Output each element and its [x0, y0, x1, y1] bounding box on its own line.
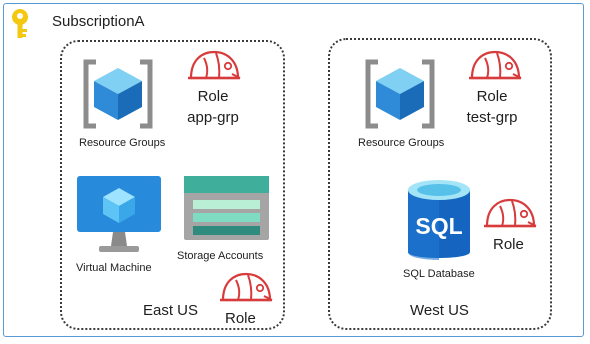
storage-accounts-label: Storage Accounts: [177, 250, 264, 262]
subscription-frame: [3, 3, 584, 337]
role-label: Role: [476, 88, 508, 105]
region-name: West US: [410, 302, 469, 319]
role-helmet-icon: [188, 50, 241, 80]
virtual-machine-label: Virtual Machine: [76, 262, 152, 274]
virtual-machine-icon: [77, 176, 161, 252]
sql-database-icon: SQL: [408, 180, 470, 260]
resource-group-icon: [83, 59, 153, 129]
role-group-west: Role test-grp: [464, 86, 520, 128]
role-helmet-icon: [469, 50, 522, 80]
role-label: Role: [493, 236, 524, 253]
subscription-title: SubscriptionA: [52, 13, 145, 30]
storage-accounts-icon: [184, 176, 269, 240]
region-west-box: [328, 38, 552, 330]
resource-group-name: test-grp: [466, 109, 518, 126]
key-icon: [12, 9, 28, 38]
resource-group-name: app-grp: [187, 109, 239, 126]
role-helmet-icon: [220, 272, 273, 302]
role-label: Role: [197, 88, 229, 105]
sql-icon-text: SQL: [415, 213, 462, 239]
resource-group-icon: [365, 59, 435, 129]
region-name: East US: [143, 302, 199, 319]
role-group-east: Role app-grp: [186, 86, 240, 128]
resource-group-label: Resource Groups: [79, 137, 166, 149]
role-label: Role: [225, 310, 256, 327]
role-helmet-icon: [484, 198, 537, 228]
region-east-box: [60, 40, 285, 330]
sql-database-label: SQL Database: [403, 268, 475, 280]
resource-group-label: Resource Groups: [358, 137, 445, 149]
